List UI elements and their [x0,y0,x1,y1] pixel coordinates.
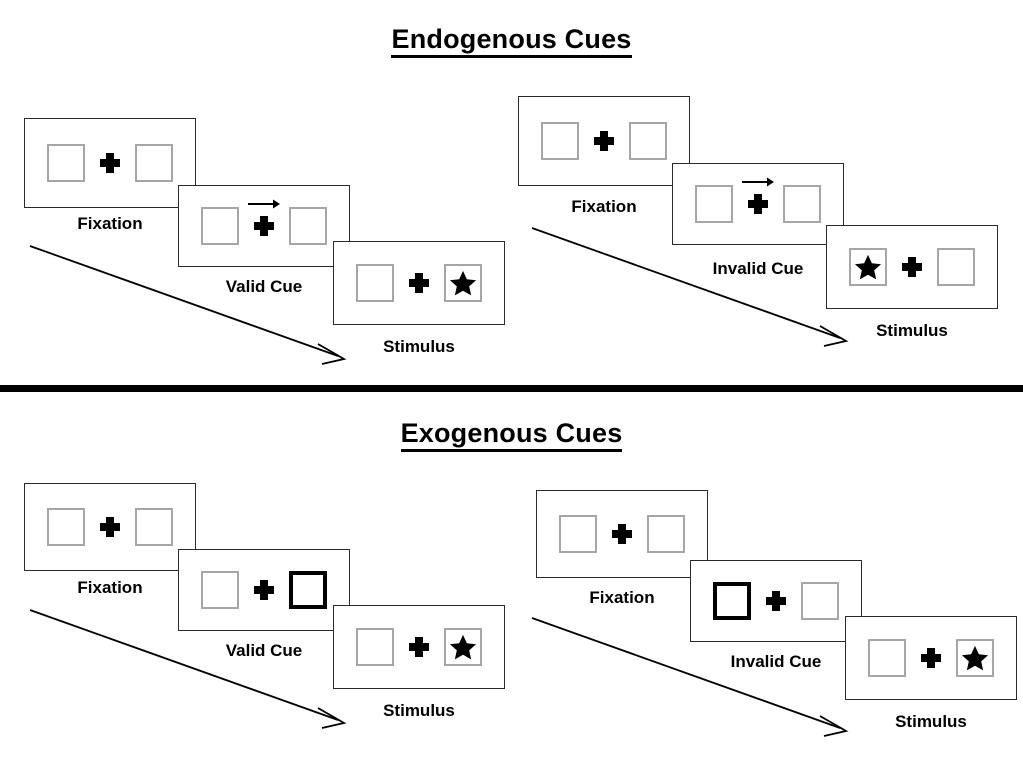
panel-endogenous-valid-fixation [24,118,196,208]
panel-content [47,508,173,546]
panel-exogenous-valid-fixation [24,483,196,571]
section-title-endogenous: Endogenous Cues [0,24,1023,58]
right-box [135,144,173,182]
caption-endogenous-invalid-fixation: Fixation [571,197,637,216]
caption-endogenous-invalid-stimulus: Stimulus [876,321,948,340]
section-title-endogenous-text: Endogenous Cues [391,24,632,58]
left-box [695,185,733,223]
right-box [937,248,975,286]
right-box [629,122,667,160]
caption-endogenous-valid-stimulus: Stimulus [383,337,455,356]
panel-exogenous-valid-cue [178,549,350,631]
right-box-cued [289,571,327,609]
right-box [647,515,685,553]
panel-endogenous-valid-cue [178,185,350,267]
right-box [135,508,173,546]
fixation-cross-icon [248,199,280,237]
panel-endogenous-valid-stimulus [333,241,505,325]
panel-exogenous-invalid-fixation [536,490,708,578]
panel-content [868,639,994,677]
panel-exogenous-invalid-stimulus [845,616,1017,700]
right-box [783,185,821,223]
fixation-cross-icon [920,647,942,669]
left-box [201,207,239,245]
panel-endogenous-invalid-stimulus [826,225,998,309]
cue-arrow-right-icon [248,199,280,209]
section-title-exogenous-text: Exogenous Cues [400,418,623,452]
caption-endogenous-valid-fixation: Fixation [77,214,143,233]
caption-exogenous-valid-stimulus: Stimulus [383,701,455,720]
caption-exogenous-invalid-stimulus: Stimulus [895,712,967,731]
fixation-cross-icon [611,523,633,545]
caption-exogenous-invalid-fixation: Fixation [589,588,655,607]
panel-content [201,571,327,609]
section-title-exogenous: Exogenous Cues [0,418,1023,452]
panel-content [47,144,173,182]
section-divider [0,385,1023,392]
panel-content [541,122,667,160]
left-box [201,571,239,609]
right-box [444,264,482,302]
left-box [541,122,579,160]
fixation-cross-icon [99,516,121,538]
panel-endogenous-invalid-cue [672,163,844,245]
fixation-cross-icon [99,152,121,174]
fixation-cross-icon [408,272,430,294]
left-box [849,248,887,286]
fixation-cross-icon [253,579,275,601]
panel-endogenous-invalid-fixation [518,96,690,186]
star-target-icon [449,634,477,660]
panel-content [849,248,975,286]
star-target-icon [961,645,989,671]
caption-exogenous-invalid-cue: Invalid Cue [730,652,822,671]
panel-content [356,628,482,666]
fixation-cross-icon [901,256,923,278]
left-box [559,515,597,553]
left-box [47,508,85,546]
panel-content [695,177,821,223]
panel-content [356,264,482,302]
panel-content [713,582,839,620]
panel-exogenous-invalid-cue [690,560,862,642]
left-box [868,639,906,677]
cue-arrow-right-icon [742,177,774,187]
left-box [47,144,85,182]
right-box [956,639,994,677]
panel-exogenous-valid-stimulus [333,605,505,689]
fixation-cross-icon [408,636,430,658]
fixation-cross-icon [765,590,787,612]
caption-endogenous-invalid-cue: Invalid Cue [712,259,804,278]
left-box-cued [713,582,751,620]
caption-exogenous-valid-cue: Valid Cue [225,641,303,660]
star-target-icon [854,254,882,280]
right-box [444,628,482,666]
fixation-cross-icon [593,130,615,152]
left-box [356,628,394,666]
right-box [801,582,839,620]
star-target-icon [449,270,477,296]
fixation-cross-icon [742,177,774,215]
left-box [356,264,394,302]
panel-content [201,199,327,245]
panel-content [559,515,685,553]
caption-exogenous-valid-fixation: Fixation [77,578,143,597]
caption-endogenous-valid-cue: Valid Cue [225,277,303,296]
right-box [289,207,327,245]
